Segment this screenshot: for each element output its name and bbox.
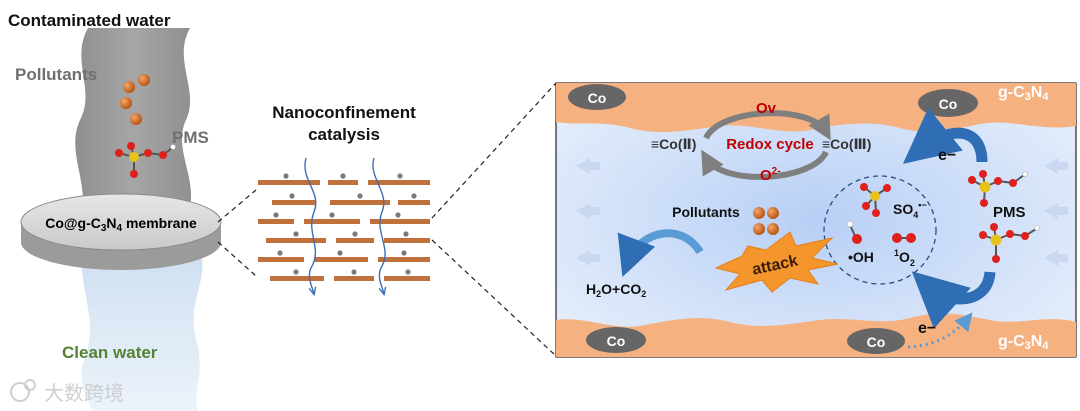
pollutant-balls — [120, 74, 150, 125]
singlet-oxygen-molecule — [892, 233, 916, 243]
co3-state-label: ≡Co(Ⅲ) — [822, 136, 871, 152]
left-panel: Co@g-C3N4 membrane Contaminated water Po… — [8, 11, 222, 411]
gc3n4-label-top: g-C3N4 — [998, 84, 1049, 103]
co-site-top-left: Co — [568, 84, 626, 110]
pollutants-label: Pollutants — [15, 65, 97, 84]
o2-label: O2- — [760, 166, 781, 184]
svg-text:Co: Co — [588, 90, 607, 106]
electron-label-bottom: e− — [918, 320, 936, 337]
clean-water-label: Clean water — [62, 343, 158, 362]
flow-line-left — [304, 157, 317, 294]
singlet-oxygen-label: 1O2 — [894, 248, 915, 268]
attack-burst — [714, 231, 839, 293]
pollutant-cluster — [753, 207, 779, 235]
zoom-line-right-top — [431, 82, 557, 219]
electron-dotted-arrow — [907, 312, 973, 349]
flow-line-right — [372, 157, 385, 294]
svg-text:Co: Co — [607, 333, 626, 349]
pms-label-right: PMS — [993, 204, 1026, 221]
products-label: H2O+CO2 — [586, 281, 646, 299]
flow-arrows-right — [1044, 158, 1068, 266]
contaminated-water-title: Contaminated water — [8, 11, 171, 30]
pms-molecule-right-top — [968, 170, 1028, 207]
membrane-label: Co@g-C3N4 membrane — [45, 215, 197, 234]
redox-arrow-top — [703, 110, 831, 141]
so4-molecule — [860, 183, 891, 217]
electron-label-top: e− — [938, 147, 956, 164]
degradation-arrow — [617, 229, 704, 277]
middle-panel: Nanoconfinement catalysis — [217, 82, 557, 357]
svg-text:Co: Co — [939, 96, 958, 112]
gc3n4-label-bottom: g-C3N4 — [998, 333, 1049, 352]
zoom-line-right-bottom — [431, 239, 557, 357]
zoom-line-left-bottom — [217, 241, 257, 277]
watermark: 大数跨境 — [10, 379, 124, 405]
svg-text:Co: Co — [867, 334, 886, 350]
electron-arrow-bottom — [911, 271, 996, 329]
oh-molecule — [846, 220, 862, 244]
ov-label: Ov — [756, 100, 777, 117]
co-site-bottom-right: Co — [847, 328, 905, 354]
redox-arrow-bottom — [701, 149, 829, 180]
clean-water-stream — [81, 250, 203, 411]
reactive-species-zone — [823, 175, 937, 285]
so4-radical-label: SO4•− — [893, 200, 927, 220]
redox-cycle-label: Redox cycle — [726, 136, 814, 153]
electron-arrow-top — [902, 107, 988, 164]
pollutants-label-right: Pollutants — [672, 204, 740, 220]
pms-molecule-right-bottom — [979, 223, 1040, 263]
pms-label: PMS — [172, 128, 209, 147]
co2-state-label: ≡Co(Ⅱ) — [651, 136, 696, 152]
flow-arrows-left — [576, 158, 600, 266]
right-panel: Co Co Co Co g-C3N4 g-C3N4 Ov ≡Co(Ⅱ) Redo… — [555, 82, 1077, 358]
oh-radical-label: •OH — [848, 249, 874, 265]
lamellar-layers — [258, 180, 430, 281]
zoom-line-left-top — [217, 189, 257, 223]
watermark-text: 大数跨境 — [44, 382, 124, 405]
membrane-disc — [20, 193, 222, 270]
pms-molecule-left — [115, 142, 176, 178]
watermark-logo-icon — [10, 382, 30, 402]
co-site-bottom-left: Co — [586, 327, 646, 353]
cobalt-dots — [273, 173, 417, 275]
nanoconfinement-title-line2: catalysis — [308, 125, 380, 144]
co-site-top-right: Co — [918, 89, 978, 117]
nanoconfinement-title-line1: Nanoconfinement — [272, 103, 416, 122]
